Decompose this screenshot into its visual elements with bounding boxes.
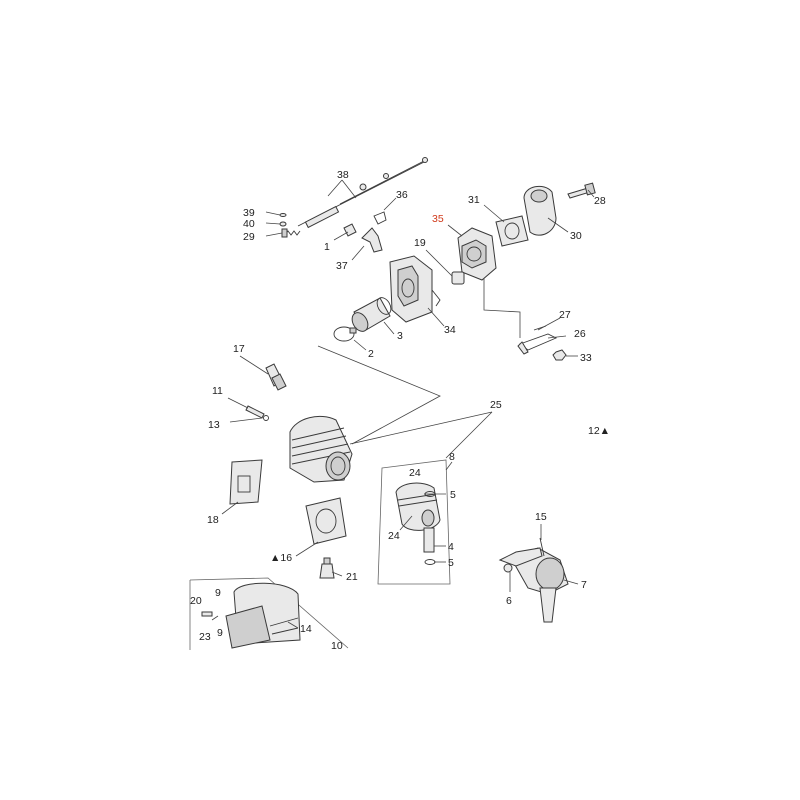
callout-3: 3 <box>397 330 403 342</box>
callout-38: 38 <box>337 169 349 181</box>
callout-16: ▲16 <box>270 552 292 564</box>
callout-23: 23 <box>199 631 211 643</box>
callout-15: 15 <box>535 511 547 523</box>
callout-33: 33 <box>580 352 592 364</box>
callout-37: 37 <box>336 260 348 272</box>
callout-7: 7 <box>581 579 587 591</box>
piston-assembly-frame <box>377 459 451 585</box>
callout-17: 17 <box>233 343 245 355</box>
callout-8: 8 <box>449 451 455 463</box>
callout-1: 1 <box>324 241 330 253</box>
callout-36: 36 <box>396 189 408 201</box>
callout-10: 10 <box>331 640 343 652</box>
callout-11: 11 <box>212 385 223 397</box>
callout-5-bottom: 5 <box>448 557 454 569</box>
callout-12: 12▲ <box>588 425 610 437</box>
bottom-assembly-frame <box>189 577 349 650</box>
gasket-16 <box>305 497 347 545</box>
carb-bracket <box>389 255 441 323</box>
callout-5-top: 5 <box>450 489 456 501</box>
callout-26: 26 <box>574 328 586 340</box>
callout-14: 14 <box>300 623 312 635</box>
callout-39: 39 <box>243 207 255 219</box>
callout-labels: 38 36 39 40 29 1 37 35 31 28 30 19 34 3 … <box>190 169 610 652</box>
callout-6: 6 <box>506 595 512 607</box>
callout-34: 34 <box>444 324 456 336</box>
impulse-nipple <box>319 557 335 579</box>
callout-29: 29 <box>243 231 255 243</box>
cable-washer <box>279 213 287 227</box>
callout-21: 21 <box>346 571 358 583</box>
piston <box>395 482 441 531</box>
callout-9-top: 9 <box>215 587 221 599</box>
leader-lines <box>211 179 595 629</box>
hose-clamp <box>333 326 357 342</box>
crankshaft <box>498 537 569 623</box>
callout-20: 20 <box>190 595 202 607</box>
callout-30: 30 <box>570 230 582 242</box>
intake-elbow <box>523 185 557 236</box>
callout-4: 4 <box>448 541 454 553</box>
cylinder <box>289 416 353 483</box>
crankcase-partial <box>225 582 301 649</box>
gasket-18 <box>229 459 263 505</box>
callout-13: 13 <box>208 419 220 431</box>
carb-gasket <box>495 215 529 247</box>
callout-19: 19 <box>414 237 426 249</box>
throttle-link <box>517 325 558 355</box>
callout-28: 28 <box>594 195 606 207</box>
callout-40: 40 <box>243 218 255 230</box>
bolt-28 <box>567 182 596 199</box>
throttle-cable <box>297 157 429 229</box>
callout-18: 18 <box>207 514 219 526</box>
callout-9-bottom: 9 <box>217 627 223 639</box>
callout-35: 35 <box>432 213 444 225</box>
throttle-lever <box>343 211 387 253</box>
nut-33 <box>552 349 567 361</box>
piston-pin <box>423 527 435 553</box>
carburetor <box>451 227 497 285</box>
spark-plug <box>265 363 287 391</box>
callout-24-bottom: 24 <box>388 530 400 542</box>
callout-25: 25 <box>490 399 502 411</box>
screw-20 <box>201 611 213 617</box>
callout-24-top: 24 <box>409 467 421 479</box>
callout-2: 2 <box>368 348 374 360</box>
cable-spring <box>281 228 301 238</box>
callout-31: 31 <box>468 194 480 206</box>
callout-27: 27 <box>559 309 571 321</box>
intake-pipe <box>351 297 392 332</box>
